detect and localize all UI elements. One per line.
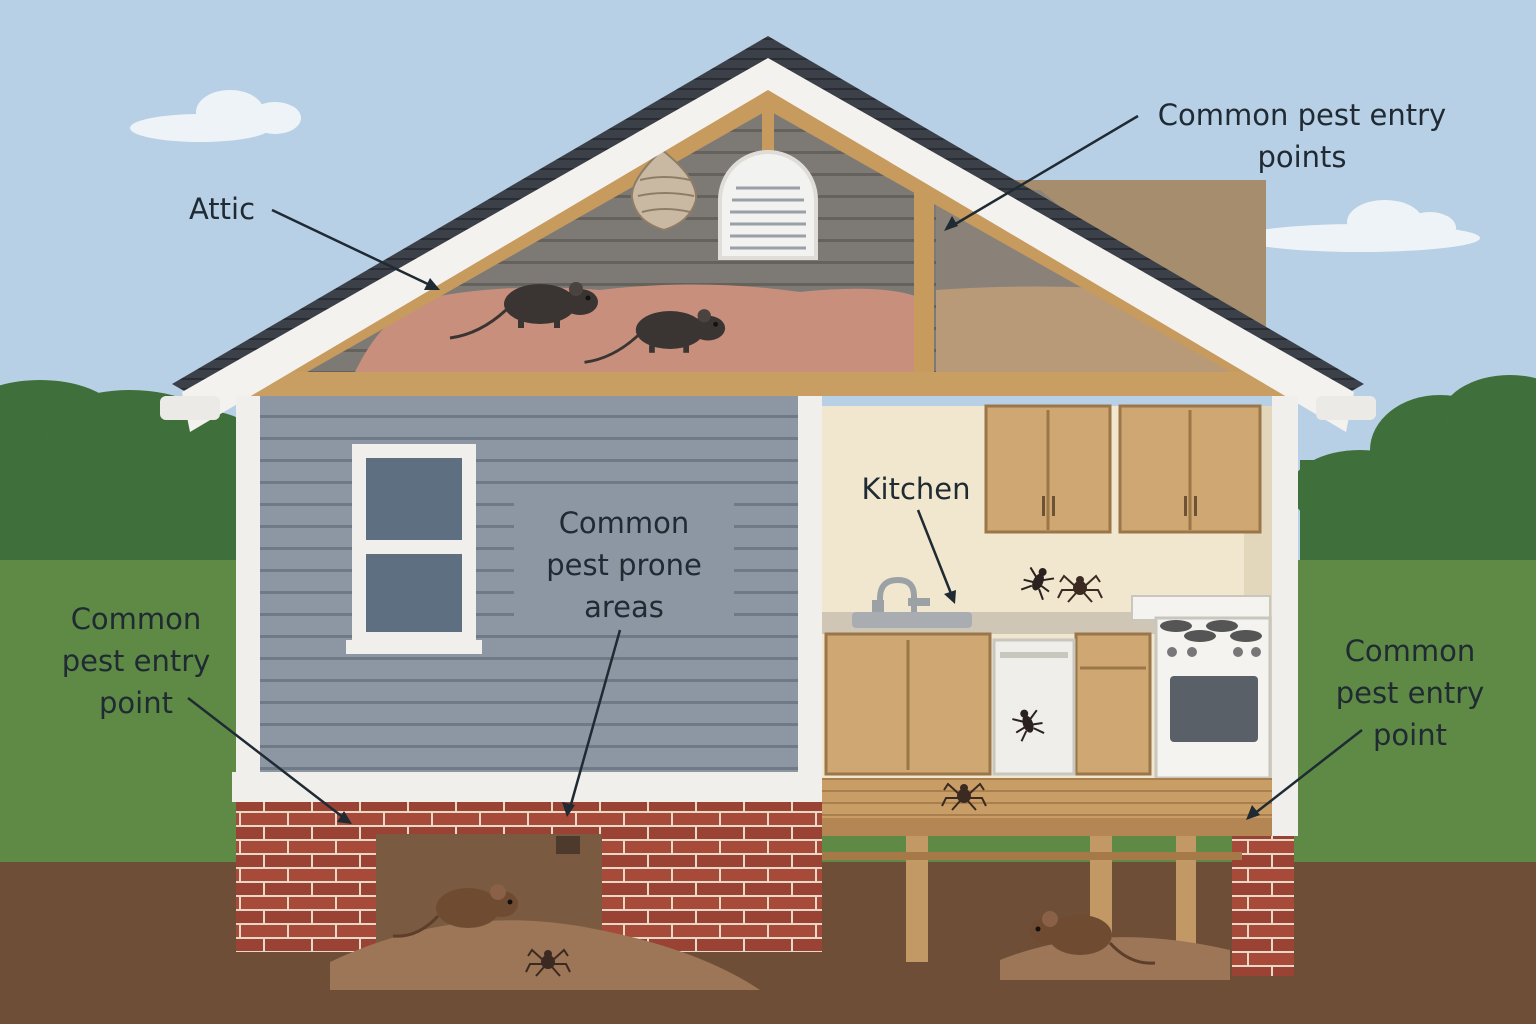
- gutter-right: [1316, 396, 1376, 420]
- dishwasher: [992, 638, 1076, 776]
- label-prone-areas-line-2: pest prone: [546, 548, 702, 582]
- attic-floor-beam: [250, 372, 1290, 396]
- label-entry-point-right-line-2: pest entry: [1335, 676, 1485, 710]
- pier-brick-right: [1232, 836, 1294, 976]
- label-entry-point-right-line-1: Common: [1344, 634, 1476, 668]
- sill-trim: [232, 772, 822, 802]
- truss-post: [914, 185, 934, 395]
- attic-insulation: [355, 284, 915, 372]
- upper-cabinets: [984, 404, 1262, 534]
- arrow-attic: [271, 208, 440, 290]
- floor-joist: [822, 818, 1272, 836]
- arrow-prone-areas: [562, 629, 622, 817]
- pointer-arrows: [187, 114, 1363, 824]
- divider-trim: [798, 396, 822, 836]
- stove: [1131, 595, 1272, 780]
- label-attic: Attic: [166, 188, 278, 230]
- gutter-left: [160, 396, 220, 420]
- label-entry-points-top: Common pest entry points: [1132, 94, 1472, 178]
- attic-insulation-right: [936, 286, 1262, 372]
- label-entry-point-right: Common pest entry point: [1310, 630, 1510, 756]
- label-entry-points-top-line-2: points: [1257, 140, 1347, 174]
- kitchen-floor: [822, 778, 1272, 818]
- label-prone-areas-line-1: Common: [558, 506, 690, 540]
- corner-trim-right: [1272, 396, 1298, 836]
- fascia-right: [768, 58, 1354, 432]
- label-entry-point-left-line-2: pest entry: [61, 644, 211, 678]
- label-entry-point-left: Common pest entry point: [36, 598, 236, 724]
- label-prone-areas-line-3: areas: [584, 590, 664, 624]
- attic-vent: [718, 150, 818, 260]
- label-kitchen-line-1: Kitchen: [861, 472, 971, 506]
- cloud-right: [1240, 200, 1480, 252]
- wasp-nest: [630, 148, 698, 232]
- sink: [852, 576, 972, 628]
- label-kitchen: Kitchen: [846, 468, 986, 510]
- fascia-left: [182, 58, 768, 432]
- window: [346, 444, 482, 654]
- crawlspace-vent: [556, 836, 580, 854]
- crawl-beam: [822, 852, 1242, 860]
- arrow-kitchen: [916, 509, 956, 604]
- label-attic-line-1: Attic: [188, 192, 256, 226]
- trees-left: [0, 380, 270, 580]
- label-prone-areas: Common pest prone areas: [514, 502, 734, 628]
- king-post: [762, 104, 774, 154]
- lower-cabinets: [824, 632, 1152, 776]
- label-entry-point-left-line-3: point: [99, 686, 173, 720]
- label-entry-point-left-line-1: Common: [70, 602, 202, 636]
- corner-trim-left: [236, 396, 260, 772]
- arrow-entry-right: [1246, 729, 1363, 820]
- cloud-left: [130, 90, 301, 142]
- arrow-entry-left: [187, 697, 352, 824]
- arrow-entry-top: [944, 114, 1139, 231]
- label-entry-point-right-line-3: point: [1373, 718, 1447, 752]
- label-entry-points-top-line-1: Common pest entry: [1157, 98, 1447, 132]
